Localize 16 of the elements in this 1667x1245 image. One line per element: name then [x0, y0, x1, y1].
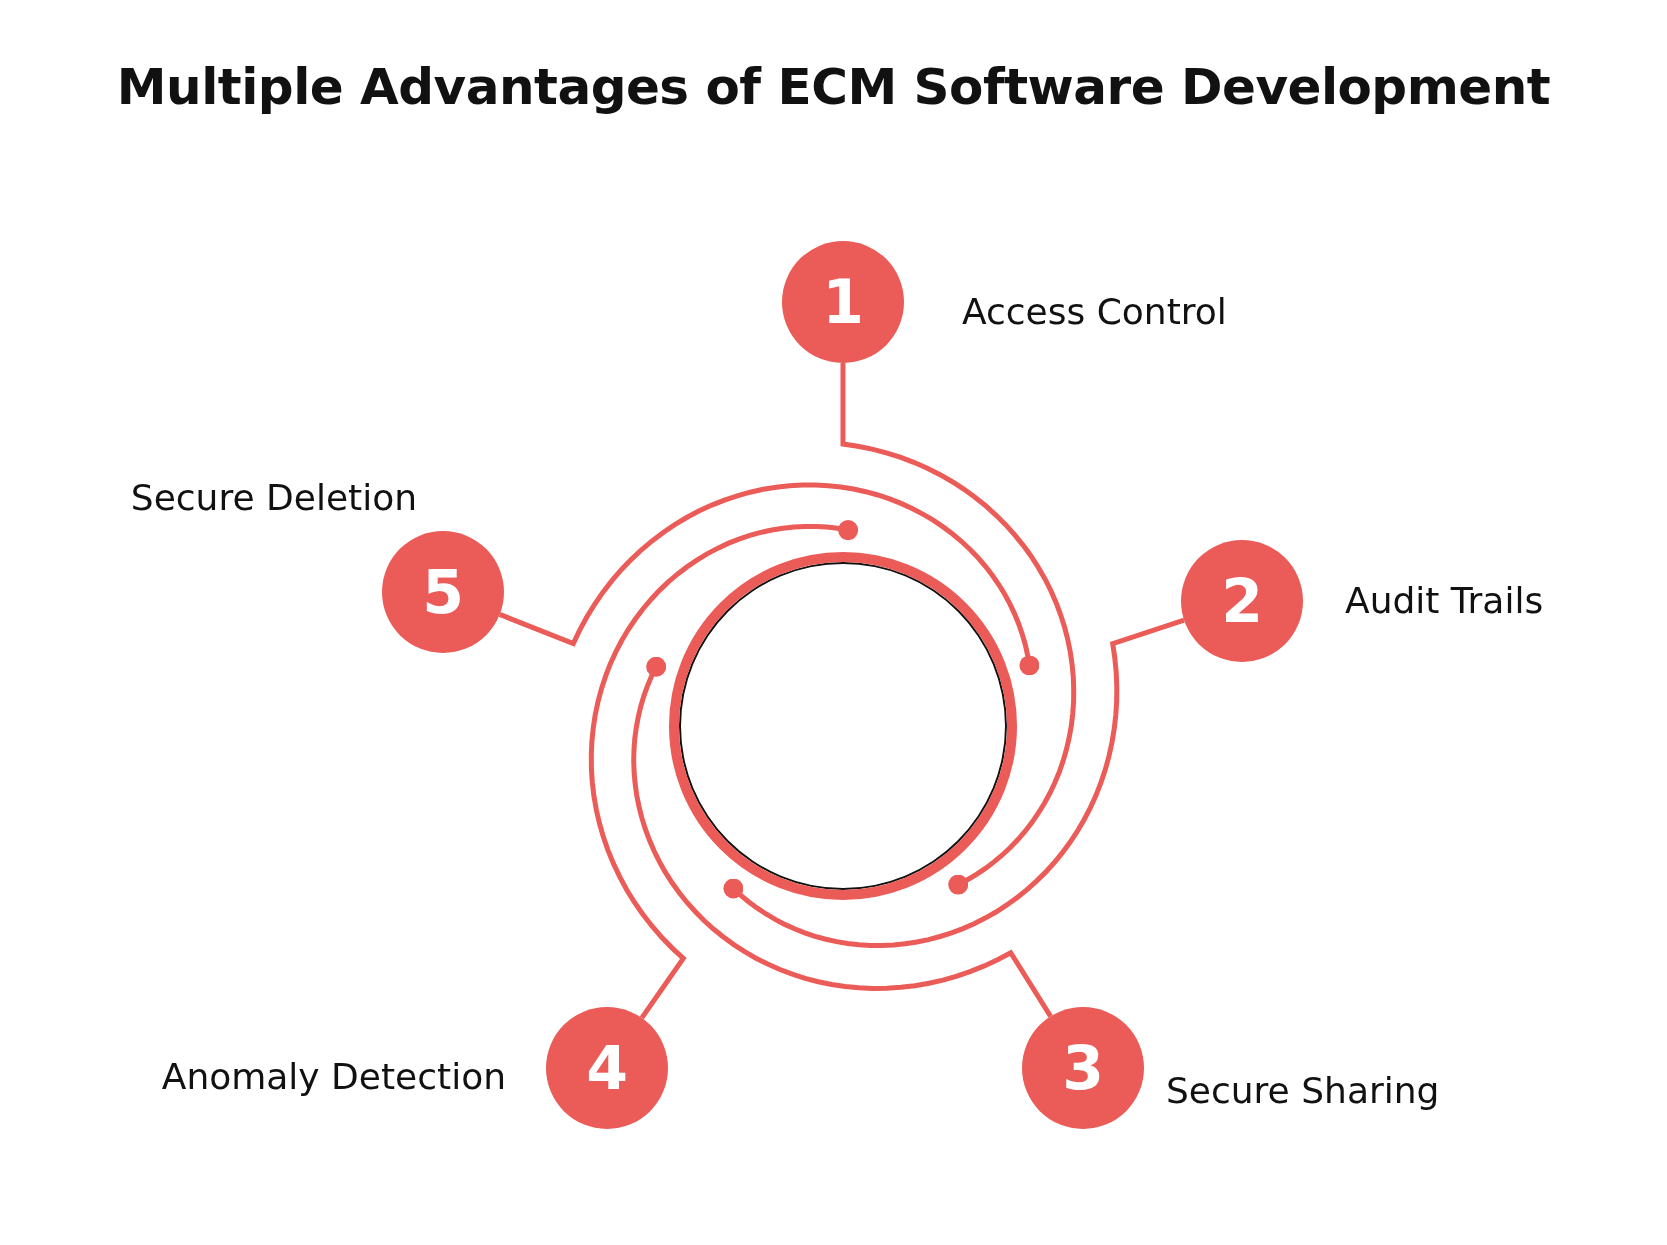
number-circle: 4: [546, 1007, 668, 1129]
advantage-label: Secure Deletion: [130, 476, 417, 518]
advantage-label: Audit Trails: [1345, 579, 1544, 621]
number-circle: 1: [782, 241, 904, 363]
spiral-connector: [498, 482, 1040, 676]
advantage-label: Secure Sharing: [1166, 1069, 1440, 1111]
spiral-connector: [588, 520, 859, 1020]
number-circle: 3: [1022, 1007, 1144, 1129]
spiral-connector: [631, 656, 1053, 1018]
spiral-connector: [723, 617, 1185, 948]
advantage-label: Anomaly Detection: [161, 1055, 506, 1097]
number-circle: 2: [1181, 540, 1303, 662]
advantage-label: Access Control: [962, 290, 1227, 332]
title: Multiple Advantages of ECM Software Development: [115, 58, 1552, 116]
spiral-connector: [840, 363, 1077, 895]
number-circle: 5: [382, 531, 504, 653]
